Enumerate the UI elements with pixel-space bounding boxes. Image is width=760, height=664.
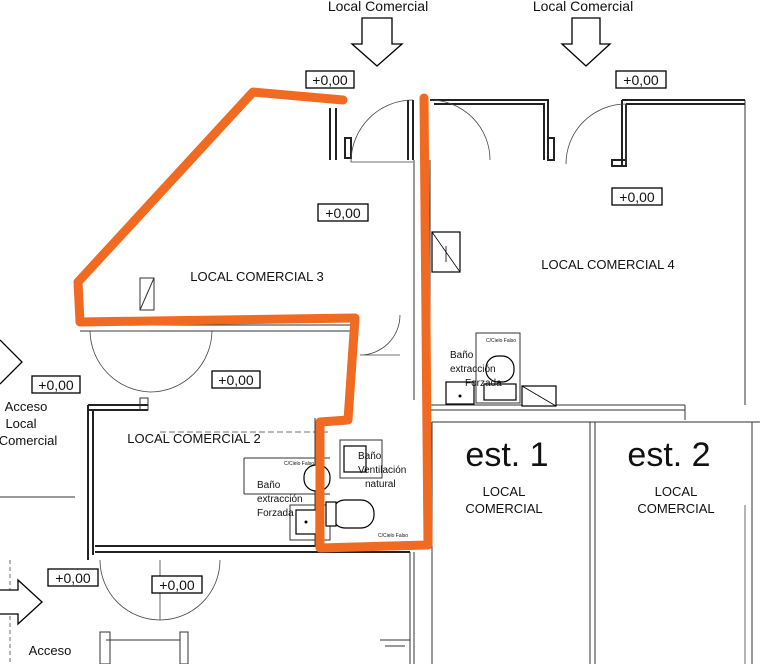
stall-2-line2: COMERCIAL	[637, 501, 714, 516]
svg-text:+0,00: +0,00	[159, 577, 195, 593]
top-label-right: Local Comercial	[533, 0, 633, 14]
room-label-lc3: LOCAL COMERCIAL 3	[190, 269, 323, 284]
arrow-right-icon	[0, 339, 23, 385]
bath-forced-a-3: Forzada	[465, 378, 502, 389]
svg-text:+0,00: +0,00	[325, 205, 361, 221]
level-lc4-door: +0,00	[611, 187, 663, 206]
bath-natural-2: Ventilación	[358, 465, 406, 476]
sink-icon	[431, 231, 461, 273]
ceiling-note-c: C/Cielo Falso	[378, 533, 408, 539]
ceiling-note-a: C/Cielo Falso	[486, 338, 516, 344]
stall-2-title: est. 2	[627, 436, 710, 474]
access-bottom: Acceso	[29, 643, 72, 658]
bath-forced-a-1: Baño	[450, 350, 474, 361]
level-lc3-door: +0,00	[317, 203, 369, 222]
svg-text:+0,00: +0,00	[55, 570, 91, 586]
svg-text:+0,00: +0,00	[312, 72, 348, 88]
toilet-icon	[325, 499, 375, 529]
top-label-left: Local Comercial	[328, 0, 428, 14]
highlight-outline	[73, 87, 433, 553]
door-swings	[89, 99, 627, 621]
sink-icon	[295, 509, 317, 535]
level-lc4-top: +0,00	[615, 70, 667, 89]
stall-2-line1: LOCAL	[655, 484, 698, 499]
svg-text:+0,00: +0,00	[623, 72, 659, 88]
sink-icon	[445, 381, 475, 405]
access-left-line2: Local	[5, 416, 36, 431]
bath-natural-1: Baño	[358, 451, 382, 462]
arrow-down-icon	[560, 17, 612, 67]
toilet-icon	[475, 332, 521, 404]
bath-forced-b-3: Forzada	[257, 508, 294, 519]
ceiling-note-b: C/Cielo Falso	[284, 461, 314, 467]
walls	[0, 99, 746, 664]
svg-text:+0,00: +0,00	[619, 189, 655, 205]
access-left-line1: Acceso	[5, 399, 48, 414]
level-left-access: +0,00	[31, 375, 81, 394]
arrow-down-icon	[350, 17, 404, 67]
access-left-line3: Comercial	[0, 433, 57, 448]
bath-forced-a-2: extracción	[450, 364, 496, 375]
level-lc3-top: +0,00	[305, 70, 355, 89]
svg-text:+0,00: +0,00	[218, 372, 254, 388]
room-label-lc4: LOCAL COMERCIAL 4	[541, 257, 674, 272]
sink-icon	[521, 385, 557, 407]
level-lc2: +0,00	[211, 370, 261, 389]
bath-forced-b-2: extracción	[257, 494, 303, 505]
room-label-lc2: LOCAL COMERCIAL 2	[127, 431, 260, 446]
stall-1-line1: LOCAL	[483, 484, 526, 499]
stall-1-line2: COMERCIAL	[465, 501, 542, 516]
level-bottom-mid: +0,00	[151, 575, 203, 594]
bath-natural-3: natural	[365, 479, 396, 490]
svg-text:+0,00: +0,00	[38, 377, 74, 393]
level-bottom-left: +0,00	[47, 568, 99, 587]
arrow-right-icon	[0, 578, 43, 626]
stall-1-title: est. 1	[465, 436, 548, 474]
bath-forced-b-1: Baño	[257, 480, 281, 491]
sink-icon	[343, 445, 367, 473]
